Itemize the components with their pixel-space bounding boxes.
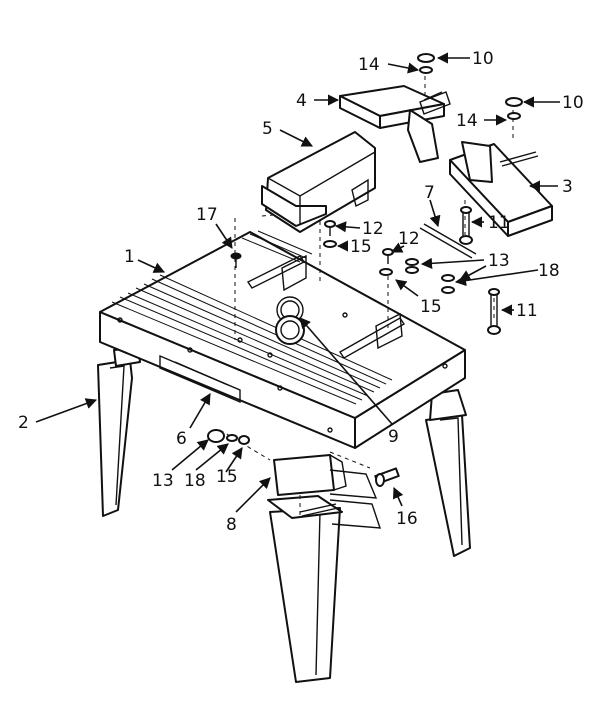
- callout-10-right: 10: [562, 93, 584, 113]
- leg-bracket: [273, 454, 381, 529]
- washer-15b: [379, 268, 393, 276]
- screw-12b: [382, 248, 394, 264]
- callout-8: 8: [226, 515, 237, 535]
- callout-15-middle: 15: [420, 297, 442, 317]
- callout-5: 5: [262, 119, 273, 139]
- callout-18-right: 18: [538, 261, 560, 281]
- callout-12-left: 12: [362, 219, 384, 239]
- knob-10b: [505, 97, 523, 120]
- callout-11-lower: 11: [516, 301, 538, 321]
- bolt-11a: [459, 206, 473, 245]
- callout-2: 2: [18, 413, 29, 433]
- hardware: [207, 53, 523, 487]
- washer-18b: [226, 434, 238, 442]
- callout-3: 3: [562, 177, 573, 197]
- table-top-grooves: [111, 230, 393, 405]
- fence-rod: [419, 223, 477, 259]
- fence-right: [449, 141, 553, 237]
- bolt-16: [374, 467, 400, 487]
- callout-14-right: 14: [456, 111, 478, 131]
- table-top: [99, 230, 466, 449]
- callout-12-right: 12: [398, 229, 420, 249]
- washer-18: [441, 274, 455, 294]
- washer-15a: [323, 240, 337, 248]
- callout-18-lower: 18: [184, 471, 206, 491]
- leader-arrows: [35, 52, 560, 513]
- nut-13: [207, 429, 225, 443]
- bolt-11b: [487, 288, 501, 335]
- leg-front-bottom: [267, 495, 343, 683]
- leg-right: [425, 389, 471, 557]
- fence-left: [339, 85, 451, 163]
- callout-15-lower: 15: [216, 467, 238, 487]
- washer-15c: [238, 435, 250, 445]
- screw-12a: [324, 220, 336, 236]
- callout-7: 7: [424, 183, 435, 203]
- callout-11-upper: 11: [488, 213, 510, 233]
- callout-14-top: 14: [358, 55, 380, 75]
- callout-6: 6: [176, 429, 187, 449]
- washer-13a: [405, 258, 419, 274]
- callout-10-top: 10: [472, 49, 494, 69]
- knob-10a: [417, 53, 435, 74]
- callout-9: 9: [388, 427, 399, 447]
- callout-4: 4: [296, 91, 307, 111]
- callout-16: 16: [396, 509, 418, 529]
- leg-left: [97, 347, 141, 517]
- callout-13-lower: 13: [152, 471, 174, 491]
- callout-15-upper: 15: [350, 237, 372, 257]
- callout-13-right: 13: [488, 251, 510, 271]
- screw-17: [230, 252, 242, 268]
- router-base-guard: [261, 131, 376, 233]
- callout-1: 1: [124, 247, 135, 267]
- callouts: 10 10 14 14 4 5 3 7 17 12 12 15 15 15 11…: [18, 49, 584, 535]
- callout-17: 17: [196, 205, 218, 225]
